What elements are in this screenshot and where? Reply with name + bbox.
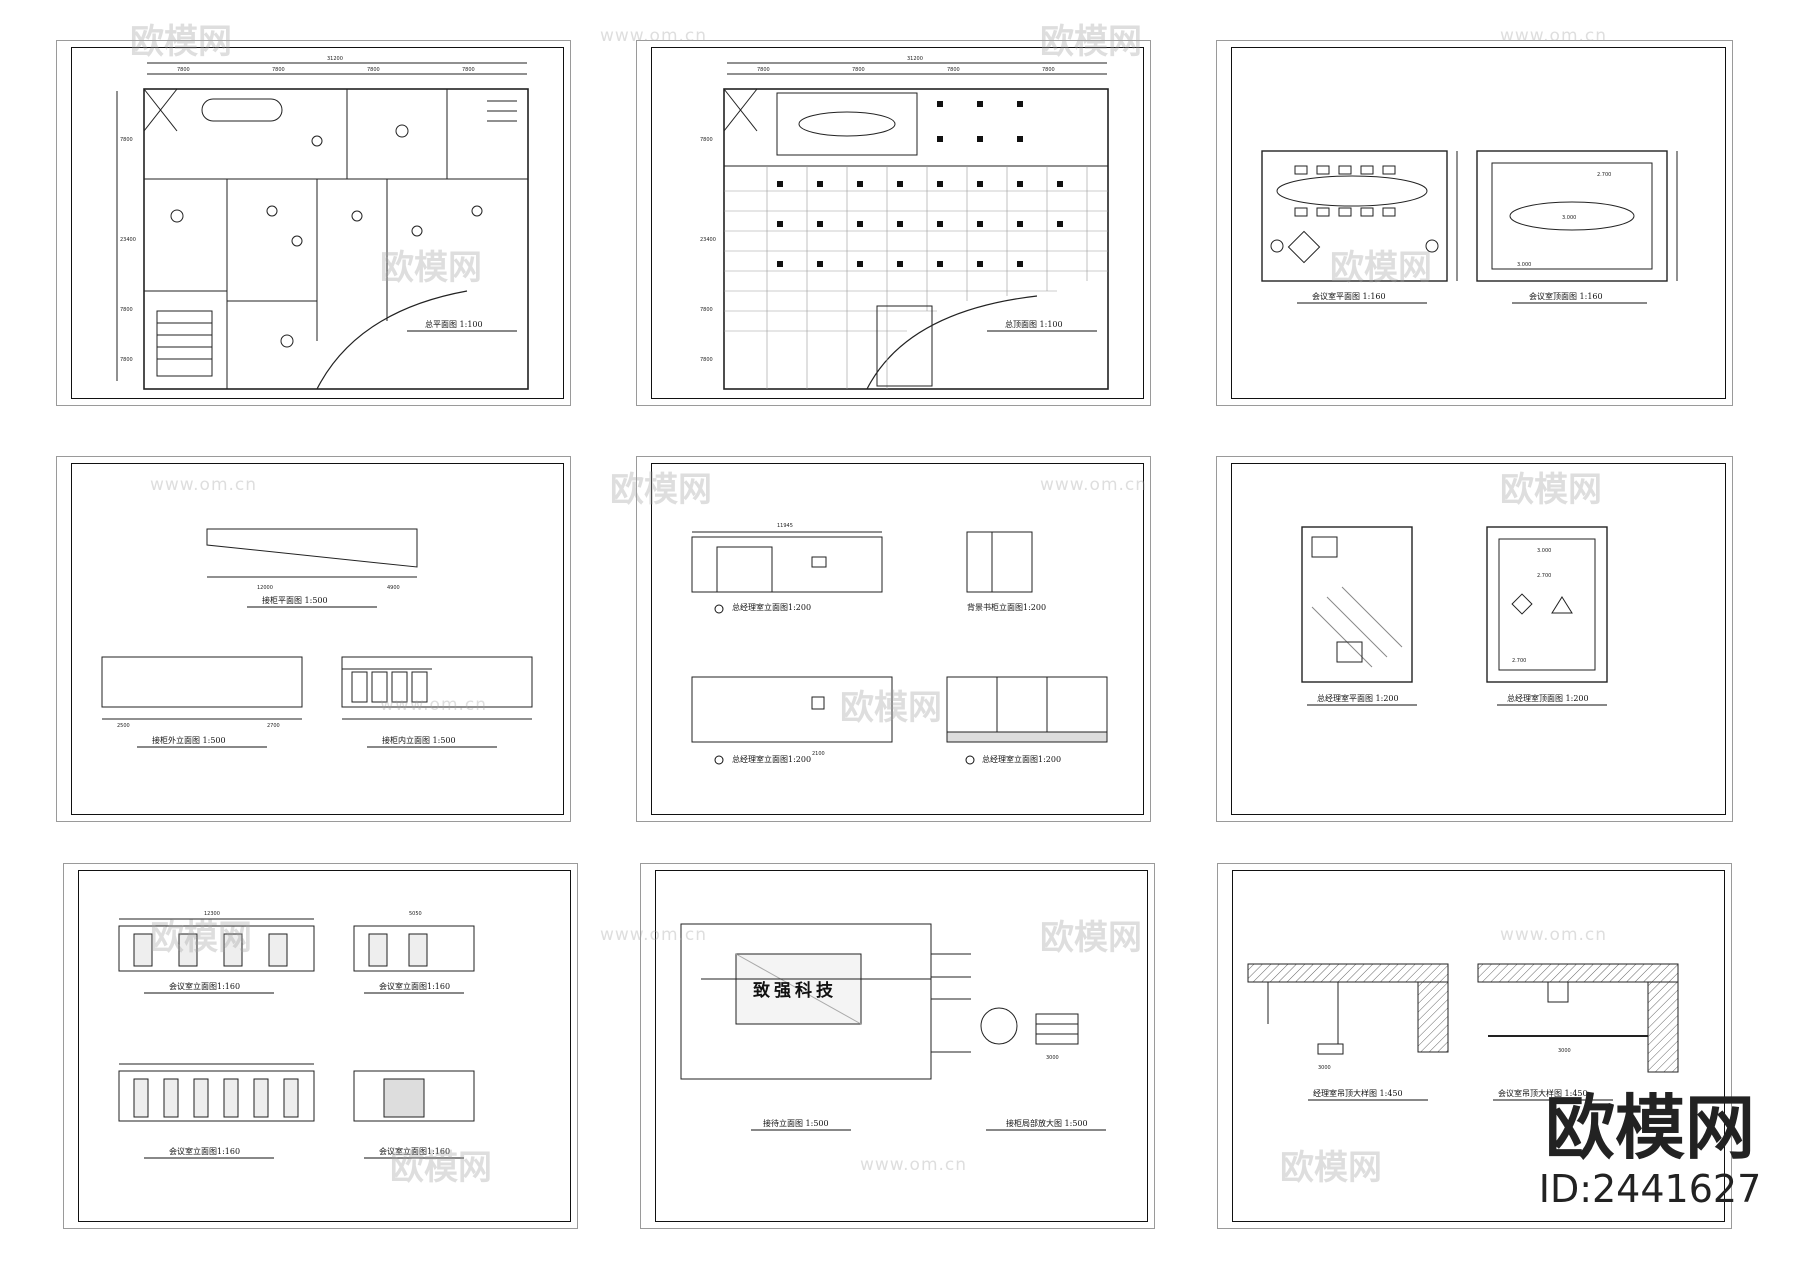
brand-id: ID:2441627 [1538, 1167, 1762, 1211]
caption-meeting-plan: 会议室平面图 1:160 [1312, 291, 1386, 301]
dim-row-3: 7800 [120, 357, 133, 363]
dim-ceiling-high: 2.700 [1597, 172, 1611, 178]
drawing-sheet-reception-elevation: 致强科技 3000 接待立面图 1:500 接柜局部放大图 1:500 [640, 863, 1155, 1229]
caption-meeting-ceiling: 会议室顶面图 1:160 [1529, 291, 1603, 301]
floor-plan-drawing: 31200 7800 7800 7800 7800 7800 23400 780… [116, 56, 529, 390]
meeting-room-elevations-drawing: 12300 5050 会议室立面图1:160 会议室立面图1:160 会议室立面… [118, 911, 475, 1159]
drawing-sheet-gm-office-elevations: 11945 2100 总经理室立面图1:200 背景书柜立面图1:200 总经理… [636, 456, 1151, 822]
ceiling-plan-drawing: 31200 7800 7800 7800 7800 7800 23400 780… [700, 56, 1109, 390]
dim-bay-1: 7800 [757, 67, 770, 73]
dim-outer-right: 2700 [267, 723, 280, 729]
dim-gm-ceiling-low: 2.700 [1512, 658, 1526, 664]
dim-row-2: 7800 [120, 307, 133, 313]
dim-ceiling-center: 3.000 [1562, 215, 1576, 221]
dim-bay-4: 7800 [462, 67, 475, 73]
dim-meeting-width: 12300 [204, 911, 220, 917]
drawing-sheet-ceiling-details: 3000 3000 经理室吊顶大样图 1:450 会议室吊顶大样图 1:450 [1217, 863, 1732, 1229]
drawing-sheet-floor-plan: 31200 7800 7800 7800 7800 7800 23400 780… [56, 40, 571, 406]
dim-row-1: 7800 [700, 137, 713, 143]
dim-row-1: 7800 [120, 137, 133, 143]
dim-counter-detail: 3000 [1046, 1055, 1059, 1061]
dim-detail-a: 3000 [1318, 1065, 1331, 1071]
dim-detail-b: 3000 [1558, 1048, 1571, 1054]
dim-total-height: 23400 [120, 237, 136, 243]
drawing-sheet-gm-office-plans: 3.000 2.700 2.700 总经理室平面图 1:200 总经理室顶面图 … [1216, 456, 1733, 822]
dim-elevation-width: 11945 [777, 523, 793, 529]
dim-total-width: 31200 [327, 56, 343, 62]
dim-meeting-depth: 5050 [409, 911, 422, 917]
caption-reception-elevation: 接待立面图 1:500 [763, 1118, 829, 1128]
caption-gm-elevation-a: 总经理室立面图1:200 [732, 602, 811, 612]
caption-ceiling-plan: 总顶面图 1:100 [1005, 319, 1063, 329]
reception-elevation-drawing: 致强科技 3000 接待立面图 1:500 接柜局部放大图 1:500 [680, 923, 1106, 1131]
dim-bay-2: 7800 [272, 67, 285, 73]
dim-bay-3: 7800 [367, 67, 380, 73]
drawing-sheet-ceiling-plan: 31200 7800 7800 7800 7800 7800 23400 780… [636, 40, 1151, 406]
caption-gm-elevation-b: 总经理室立面图1:200 [732, 754, 811, 764]
caption-gm-ceiling-detail: 经理室吊顶大样图 1:450 [1313, 1088, 1403, 1098]
drawing-sheet-meeting-room-elevations: 12300 5050 会议室立面图1:160 会议室立面图1:160 会议室立面… [63, 863, 578, 1229]
reception-counter-drawing: 12000 4900 2500 2700 接柜平面图 1:500 接柜外立面图 … [101, 528, 533, 748]
caption-meeting-elevation-b: 会议室立面图1:160 [379, 981, 450, 991]
caption-gm-plan: 总经理室平面图 1:200 [1317, 693, 1399, 703]
dim-bay-2: 7800 [852, 67, 865, 73]
dim-desk-width: 2100 [812, 751, 825, 757]
caption-counter-inner: 接柜内立面图 1:500 [382, 735, 456, 745]
dim-counter-length: 12000 [257, 585, 273, 591]
caption-meeting-elevation-a: 会议室立面图1:160 [169, 981, 240, 991]
caption-gm-ceiling: 总经理室顶面图 1:200 [1507, 693, 1589, 703]
caption-meeting-elevation-c: 会议室立面图1:160 [169, 1146, 240, 1156]
dim-outer-left: 2500 [117, 723, 130, 729]
caption-counter-detail: 接柜局部放大图 1:500 [1006, 1118, 1088, 1128]
gm-office-elevations-drawing: 11945 2100 总经理室立面图1:200 背景书柜立面图1:200 总经理… [691, 523, 1108, 765]
caption-counter-outer: 接柜外立面图 1:500 [152, 735, 226, 745]
caption-floor-plan: 总平面图 1:100 [425, 319, 483, 329]
caption-meeting-ceiling-detail: 会议室吊顶大样图 1:450 [1498, 1088, 1588, 1098]
caption-gm-elevation-c: 总经理室立面图1:200 [982, 754, 1061, 764]
brand-logo: 欧模网 [1545, 1087, 1755, 1169]
dim-ceiling-low: 3.000 [1517, 262, 1531, 268]
dim-row-3: 7800 [700, 357, 713, 363]
dim-gm-ceiling-top: 3.000 [1537, 548, 1551, 554]
dim-counter-depth: 4900 [387, 585, 400, 591]
dim-total-height: 23400 [700, 237, 716, 243]
meeting-room-plans-drawing: 2.700 3.000 3.000 会议室平面图 1:160 会议室顶面图 1:… [1261, 150, 1678, 304]
drawing-sheet-meeting-room-plans: 2.700 3.000 3.000 会议室平面图 1:160 会议室顶面图 1:… [1216, 40, 1733, 406]
drawing-sheet-reception-counter: 12000 4900 2500 2700 接柜平面图 1:500 接柜外立面图 … [56, 456, 571, 822]
dim-bay-3: 7800 [947, 67, 960, 73]
dim-bay-1: 7800 [177, 67, 190, 73]
dim-row-2: 7800 [700, 307, 713, 313]
caption-counter-plan: 接柜平面图 1:500 [262, 595, 328, 605]
ceiling-details-drawing: 3000 3000 经理室吊顶大样图 1:450 会议室吊顶大样图 1:450 [1247, 963, 1679, 1101]
dim-gm-ceiling-mid: 2.700 [1537, 573, 1551, 579]
reception-sign-text: 致强科技 [753, 980, 837, 1001]
gm-office-plans-drawing: 3.000 2.700 2.700 总经理室平面图 1:200 总经理室顶面图 … [1301, 526, 1608, 706]
brand-stamp: 欧模网 ID:2441627 [1515, 1090, 1785, 1212]
dim-bay-4: 7800 [1042, 67, 1055, 73]
caption-bookcase-elevation: 背景书柜立面图1:200 [967, 602, 1046, 612]
dim-total-width: 31200 [907, 56, 923, 62]
caption-meeting-elevation-d: 会议室立面图1:160 [379, 1146, 450, 1156]
